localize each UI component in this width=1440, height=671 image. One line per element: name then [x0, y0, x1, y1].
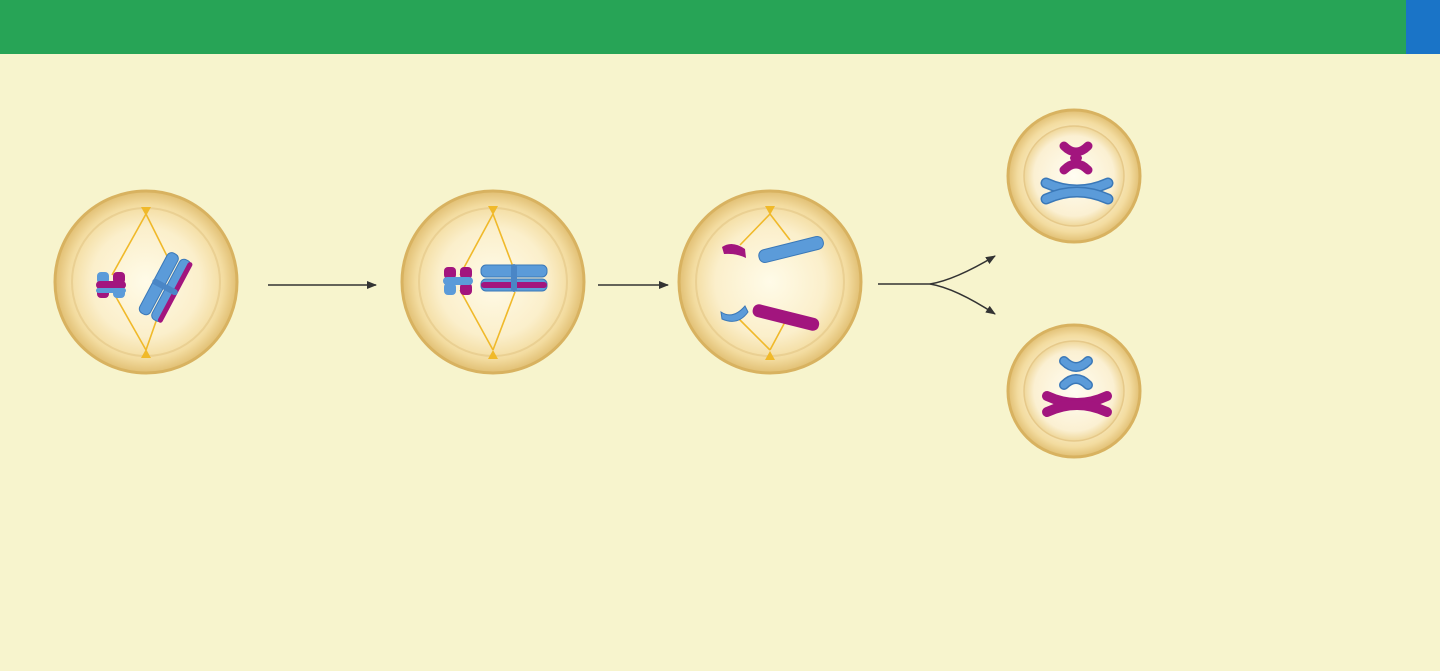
chromosome-small: [96, 272, 126, 298]
centrosome-top-icon: [488, 206, 498, 215]
centrosome-bottom-icon: [141, 349, 151, 358]
header-accent-block: [1406, 0, 1440, 54]
chromatid-small-magenta: [722, 243, 746, 258]
centrosome-bottom-icon: [488, 350, 498, 359]
chromatid-small-blue: [720, 305, 749, 322]
chromosome-large-blue-x: [1040, 177, 1114, 205]
centrosome-top-icon: [765, 206, 775, 215]
chromosome-large: [138, 252, 193, 323]
chromosome-small: [443, 267, 473, 295]
chromosome-large: [480, 264, 548, 292]
chromosome-small-blue-x: [1059, 356, 1093, 390]
spindle-fibers: [459, 213, 516, 351]
centrosome-bottom-icon: [765, 351, 775, 360]
chromosome-small-magenta-x: [1059, 141, 1093, 175]
header-bar: [0, 0, 1406, 54]
centrosome-top-icon: [141, 207, 151, 216]
spindle-fibers: [737, 213, 791, 351]
chromatid-large-magenta: [752, 304, 820, 331]
cell-2: [400, 189, 586, 375]
chromosome-large-magenta-x: [1042, 391, 1112, 417]
daughter-cell-top: [1006, 108, 1142, 244]
cell-1: [53, 189, 239, 375]
daughter-cell-bottom: [1006, 323, 1142, 459]
cell-3: [677, 189, 863, 375]
chromatid-large-blue: [758, 235, 824, 264]
branch-arrow: [878, 255, 996, 315]
